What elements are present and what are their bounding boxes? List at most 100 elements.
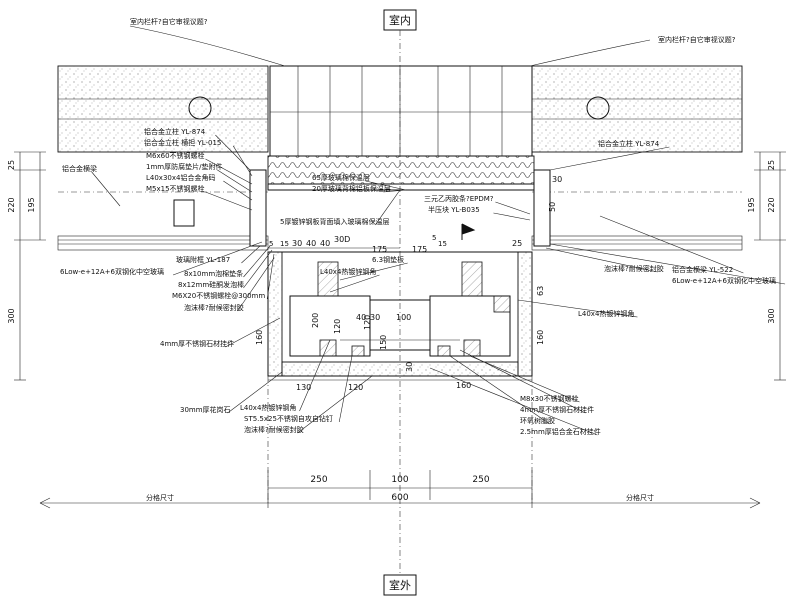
left-bolt-circle (188, 96, 212, 120)
left-mullion (249, 169, 267, 247)
total-width-dim: 600 (391, 493, 408, 503)
labels-right-7: L40x4热镀锌钢角 (578, 309, 634, 318)
labels-center-0: 65厚玻璃棉保温层 (312, 173, 370, 182)
labels-left-11: 8x12mm硅酮发泡棒 (178, 280, 244, 289)
labels-left-leader-3 (205, 158, 253, 185)
right-clip (463, 339, 481, 357)
labels-center-leader-1 (383, 189, 407, 193)
left-dim-0: 25 (7, 160, 16, 170)
labels-right-1: 铝合金立柱 YL-874 (598, 139, 660, 148)
labels-left-leader-8 (241, 245, 261, 264)
title-bottom-box: 室外 (383, 574, 417, 596)
mdim-130: 130 (296, 383, 311, 392)
mdim-40: 40 (356, 313, 366, 322)
labels-left-leader-2 (232, 145, 253, 177)
bdim-100: 100 (391, 475, 408, 485)
cdim-120: 120 (363, 315, 372, 330)
labels-center-leader-3 (339, 262, 408, 281)
center-vertical-dims: 25 63 160 160 120 200 120 150 30 30 50 (255, 175, 562, 372)
flag-marker-icon (461, 223, 476, 240)
labels-center-leader-4 (329, 274, 380, 293)
labels-right-leader-3 (493, 212, 531, 221)
labels-left-leader-1 (215, 134, 251, 171)
hdim-30d: 30D (334, 235, 350, 244)
cdim-160r: 160 (536, 330, 545, 345)
bdim-250b: 250 (472, 475, 489, 485)
title-top: 室内 (389, 13, 411, 27)
labels-right-10: 环氧树脂胶 (520, 416, 555, 425)
labels-right-leader-2 (495, 201, 531, 215)
labels-right-leader-10 (449, 355, 550, 425)
hdim-15: 15 (280, 240, 289, 248)
labels-left-3: M6x60不锈钢螺栓 (146, 151, 205, 160)
hdim-30: 30 (292, 239, 302, 248)
title-top-box: 室内 (383, 9, 417, 31)
labels-center-2: 5厚镀锌钢板背面填入玻璃棉保温层 (280, 217, 389, 226)
galv-steel-plate (267, 183, 535, 191)
labels-left-leader-18 (297, 375, 373, 434)
right-wall-section (531, 65, 743, 251)
left-dim-2: 195 (27, 197, 36, 212)
right-dim-3: 300 (767, 308, 776, 323)
hdim-15r: 15 (438, 240, 447, 248)
top-horizontal-dims: 5 15 30 40 40 30D 175 175 5 15 (268, 234, 447, 254)
right-span-label: 分格尺寸 (626, 493, 654, 502)
labels-right-6: 6Low-e+12A+6双钢化中空玻璃 (672, 276, 776, 285)
bottom-dims: 250 100 250 600 分格尺寸 分格尺寸 (39, 470, 761, 509)
mdim-160: 160 (456, 381, 471, 390)
hdim-175a: 175 (372, 245, 387, 254)
labels-right-8: M8x30不锈钢螺栓 (520, 394, 579, 403)
center-panel-slats (269, 65, 533, 157)
labels-left-18: 泡沫棒?耐候密封胶 (244, 425, 304, 434)
labels-left-12: M6X20不锈钢螺栓@300mm (172, 291, 265, 300)
labels-left-7: 铝合金横梁 (62, 164, 97, 173)
labels-left-leader-5 (223, 180, 253, 201)
labels-right-2: 三元乙丙胶条?EPDM? (424, 194, 494, 203)
labels-right-leader-9 (459, 349, 586, 414)
labels-left-0: 室内栏杆?自它审视议题? (130, 17, 208, 26)
mdim-100: 100 (396, 313, 411, 322)
cdim-50: 50 (548, 202, 557, 212)
labels-right-leader-4 (545, 247, 658, 273)
labels-left-leader-14 (225, 317, 281, 348)
hdim-40a: 40 (306, 239, 316, 248)
labels-right-9: 4mm厚不锈钢石材挂件 (520, 405, 594, 414)
left-wall-section (57, 65, 269, 251)
left-span-label: 分格尺寸 (146, 493, 174, 502)
labels-left-leader-10 (243, 245, 271, 278)
labels-right-0: 室内栏杆?自它审视议题? (658, 35, 736, 44)
right-mullion (533, 169, 551, 247)
labels-left-8: 玻璃附框 YL-187 (176, 255, 230, 264)
labels-left-leader-9 (172, 241, 263, 276)
labels-right-leader-7 (517, 299, 638, 318)
labels-left-9: 6Low-e+12A+6双钢化中空玻璃 (60, 267, 164, 276)
labels-center-3: 6.3钢垫板 (372, 255, 404, 264)
leader-top-left (129, 25, 286, 67)
hdim-175b: 175 (412, 245, 427, 254)
mdim-30: 30 (370, 313, 380, 322)
stone-enclosure (267, 251, 533, 377)
cdim-120b: 120 (333, 319, 342, 334)
right-dim-0: 25 (767, 160, 776, 170)
hdim-5r: 5 (432, 234, 436, 242)
labels-left-leader-15 (227, 371, 283, 414)
labels-left-1: 铝合金立柱 YL-874 (144, 127, 206, 136)
cdim-30r: 30 (552, 175, 562, 184)
hdim-5: 5 (269, 240, 273, 248)
cdim-200: 200 (311, 313, 320, 328)
center-annotations: 65厚玻璃棉保温层 20厚玻璃背棉铝板保温层 5厚镀锌钢板背面填入玻璃棉保温层 6.3… (280, 173, 408, 293)
hdim-40b: 40 (320, 239, 330, 248)
right-dim-2: 195 (747, 197, 756, 212)
cdim-30: 30 (405, 362, 414, 372)
right-bolt-circle (586, 96, 610, 120)
cdim-150: 150 (379, 335, 388, 350)
title-bottom: 室外 (389, 578, 411, 592)
cdim-25: 25 (512, 239, 522, 248)
cdim-63: 63 (536, 286, 545, 296)
left-dim-1: 220 (7, 197, 16, 212)
leader-top-right (529, 39, 651, 67)
labels-center-1: 20厚玻璃背棉铝板保温层 (312, 184, 391, 193)
mid-horizontal-dims: 40 30 100 130 120 160 (268, 313, 532, 392)
